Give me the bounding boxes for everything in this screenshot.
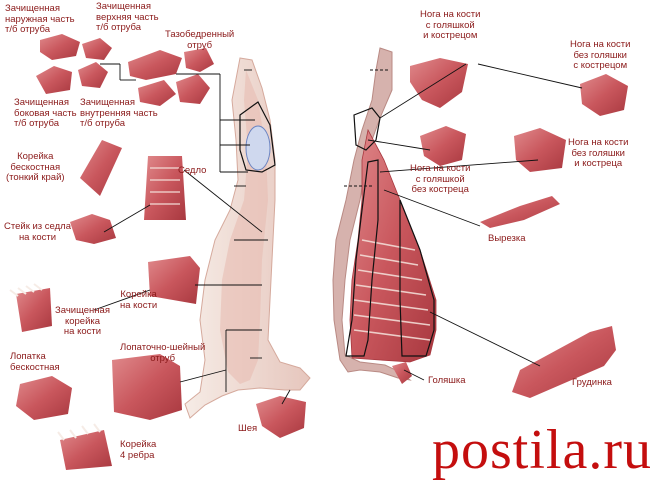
piece-top-part bbox=[82, 38, 112, 60]
piece-outer-part bbox=[40, 34, 80, 60]
label-leg-no-shank-aitch: Нога на кости без голяшки с кострецом bbox=[570, 39, 631, 71]
label-loin-boneless: Корейка бескостная (тонкий край) bbox=[6, 151, 65, 183]
left-leg-inner bbox=[245, 125, 271, 171]
piece-shoulder-neck bbox=[112, 354, 182, 420]
label-side-part: Зачищенная боковая часть т/б отруба bbox=[14, 97, 77, 129]
label-saddle: Седло bbox=[178, 165, 207, 176]
rib-lines bbox=[353, 239, 431, 341]
piece-loin-boneless bbox=[80, 140, 122, 196]
piece-rack-4 bbox=[60, 430, 112, 470]
right-tenderloin-outline bbox=[345, 159, 379, 357]
right-leg-outline bbox=[353, 107, 381, 151]
piece-saddle-steak bbox=[70, 214, 116, 244]
watermark-text: postila.ru bbox=[432, 419, 650, 481]
piece-saddle-ribs bbox=[150, 167, 180, 205]
label-leg-shank-aitch: Нога на кости с голяшкой и кострецом bbox=[420, 9, 481, 41]
leader-lines bbox=[93, 63, 583, 405]
label-outer-part: Зачищенная наружная часть т/б отруба bbox=[5, 3, 75, 35]
piece-brisket bbox=[512, 326, 616, 398]
label-brisket: Грудинка bbox=[572, 377, 612, 388]
piece-hip-top bbox=[128, 50, 182, 80]
piece-rack-4-bones bbox=[57, 423, 101, 441]
piece-leg-no-shank-aitch bbox=[580, 74, 628, 116]
label-top-part: Зачищенная верхняя часть т/б отруба bbox=[96, 1, 159, 33]
piece-loin-bone bbox=[148, 256, 200, 304]
label-loin-bone: Корейка на кости bbox=[120, 289, 158, 311]
label-leg-no-shank-no-aitch: Нога на кости без голяшки и костреца bbox=[568, 137, 629, 169]
label-neck: Шея bbox=[238, 423, 258, 434]
label-saddle-steak: Стейк из седла на кости bbox=[4, 221, 71, 243]
right-belly-outline bbox=[399, 199, 435, 357]
piece-inner-part bbox=[78, 62, 108, 88]
label-shoulder-boneless: Лопатка бескостная bbox=[10, 351, 60, 373]
piece-tenderloin bbox=[480, 196, 560, 228]
piece-shank bbox=[392, 362, 412, 384]
piece-leg-shank-no-aitch bbox=[420, 126, 466, 166]
piece-hip-right bbox=[184, 48, 214, 72]
carcass-left-markers bbox=[234, 69, 268, 241]
piece-leg-shank-aitch bbox=[410, 58, 468, 108]
label-tenderloin: Вырезка bbox=[488, 233, 526, 244]
piece-neck bbox=[256, 396, 306, 438]
piece-shoulder-boneless bbox=[16, 376, 72, 420]
piece-side-part bbox=[36, 66, 72, 94]
label-inner-part: Зачищенная внутренняя часть т/б отруба bbox=[80, 97, 158, 129]
label-shank: Голяшка bbox=[428, 375, 466, 386]
piece-rack-clean-bones bbox=[9, 283, 43, 297]
piece-rack-clean bbox=[16, 288, 52, 332]
piece-hip-bottom bbox=[138, 80, 176, 106]
piece-hip-right2 bbox=[176, 74, 210, 104]
label-leg-shank-no-aitch: Нога на кости с голяшкой без костреца bbox=[410, 163, 471, 195]
piece-leg-no-shank-no-aitch bbox=[514, 128, 566, 172]
label-rack-4: Корейка 4 ребра bbox=[120, 439, 157, 461]
label-rack-clean: Зачищенная корейка на кости bbox=[55, 305, 110, 337]
carcass-right-markers bbox=[344, 69, 388, 187]
label-hip: Тазобедренный отруб bbox=[165, 29, 235, 51]
left-hip-outline bbox=[239, 101, 276, 173]
label-shoulder-neck: Лопаточно-шейный отруб bbox=[120, 342, 206, 364]
